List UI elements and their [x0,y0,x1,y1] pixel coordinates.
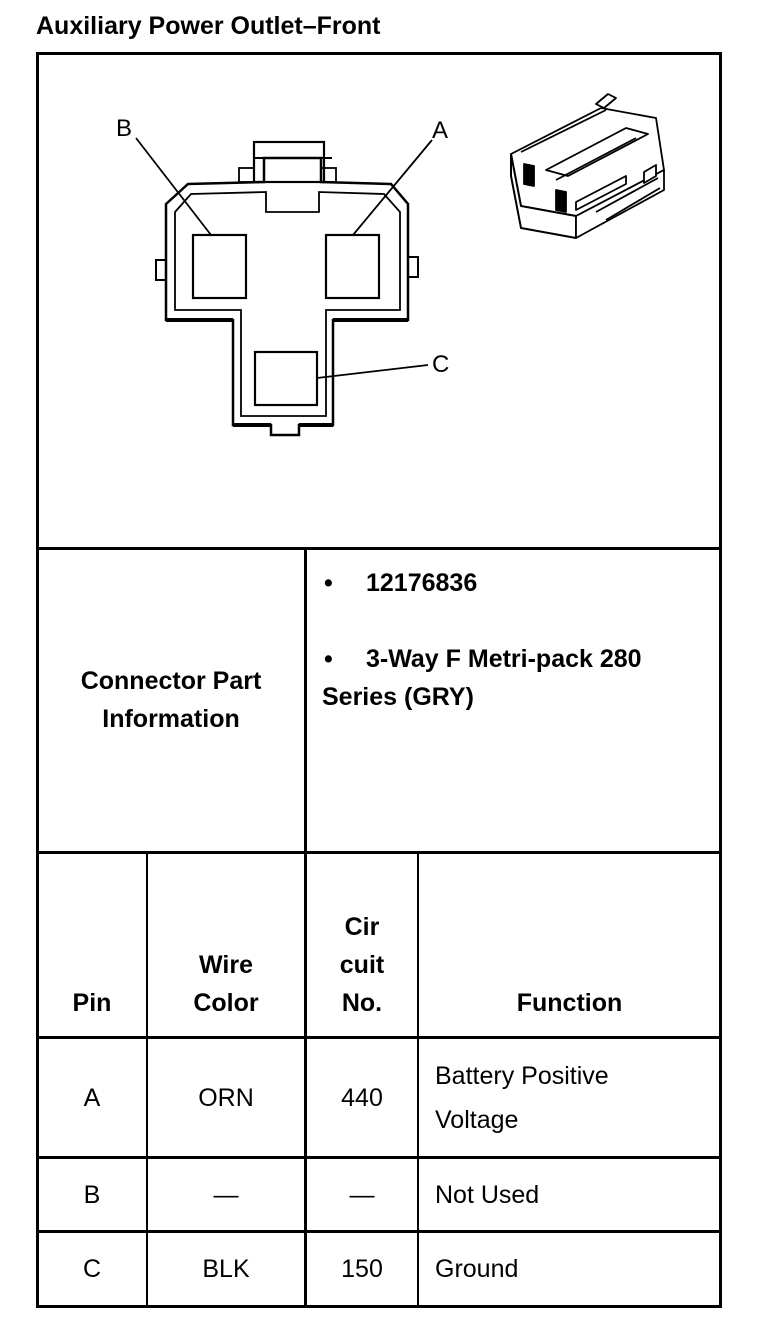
row-a-function: Battery Positive Voltage [435,1061,609,1134]
row-b-function: Not Used [435,1180,540,1209]
header-circuit-no: Cir cuit No. [339,913,385,1017]
connector-diagram: B A C [116,93,665,437]
connector-3d-view [510,93,665,239]
row-b-wire-color: — [213,1180,239,1209]
divider-row-a-row-b [36,1156,722,1159]
row-c-pin: C [82,1255,102,1283]
connector-info-label: Connector Part Information [80,667,262,733]
row-a-circuit-no: 440 [341,1083,383,1112]
part-number: 12176836 [366,569,478,597]
divider-col-circuit [417,852,419,1307]
row-b-pin: B [83,1180,101,1209]
header-pin: Pin [72,989,112,1017]
pin-label-a: A [432,117,448,144]
connector-info-item: •3-Way F Metri-pack 280 Series (GRY) [322,640,712,716]
bullet-icon: • [324,569,333,597]
pin-label-c: C [432,351,449,378]
row-a-pin: A [83,1083,101,1112]
header-function: Function [516,989,623,1017]
callout-lines [135,137,433,379]
divider-diagram-info [36,547,722,550]
row-c-function: Ground [435,1255,519,1283]
row-a-wire-color: ORN [198,1083,254,1112]
divider-info-columns [304,548,307,853]
row-b-circuit-no: — [349,1180,375,1209]
divider-col-pin [146,852,148,1307]
pin-label-b: B [116,115,132,142]
header-wire-color: Wire Color [193,951,259,1017]
connector-info-list: •12176836 •3-Way F Metri-pack 280 Series… [322,564,712,754]
row-c-wire-color: BLK [202,1255,250,1283]
connector-info-item: • 12176836 [322,564,712,602]
row-c-circuit-no: 150 [341,1255,383,1283]
divider-info-table [36,851,722,854]
bullet-icon: • [324,645,333,673]
divider-col-wire [304,852,307,1307]
connector-description: 3-Way F Metri-pack 280 Series (GRY) [322,645,642,711]
divider-header-row-a [36,1036,722,1039]
connector-face-drawing [155,140,419,437]
connector-sheet [36,52,722,1308]
page-title: Auxiliary Power Outlet–Front [36,12,381,40]
divider-row-b-row-c [36,1230,722,1233]
